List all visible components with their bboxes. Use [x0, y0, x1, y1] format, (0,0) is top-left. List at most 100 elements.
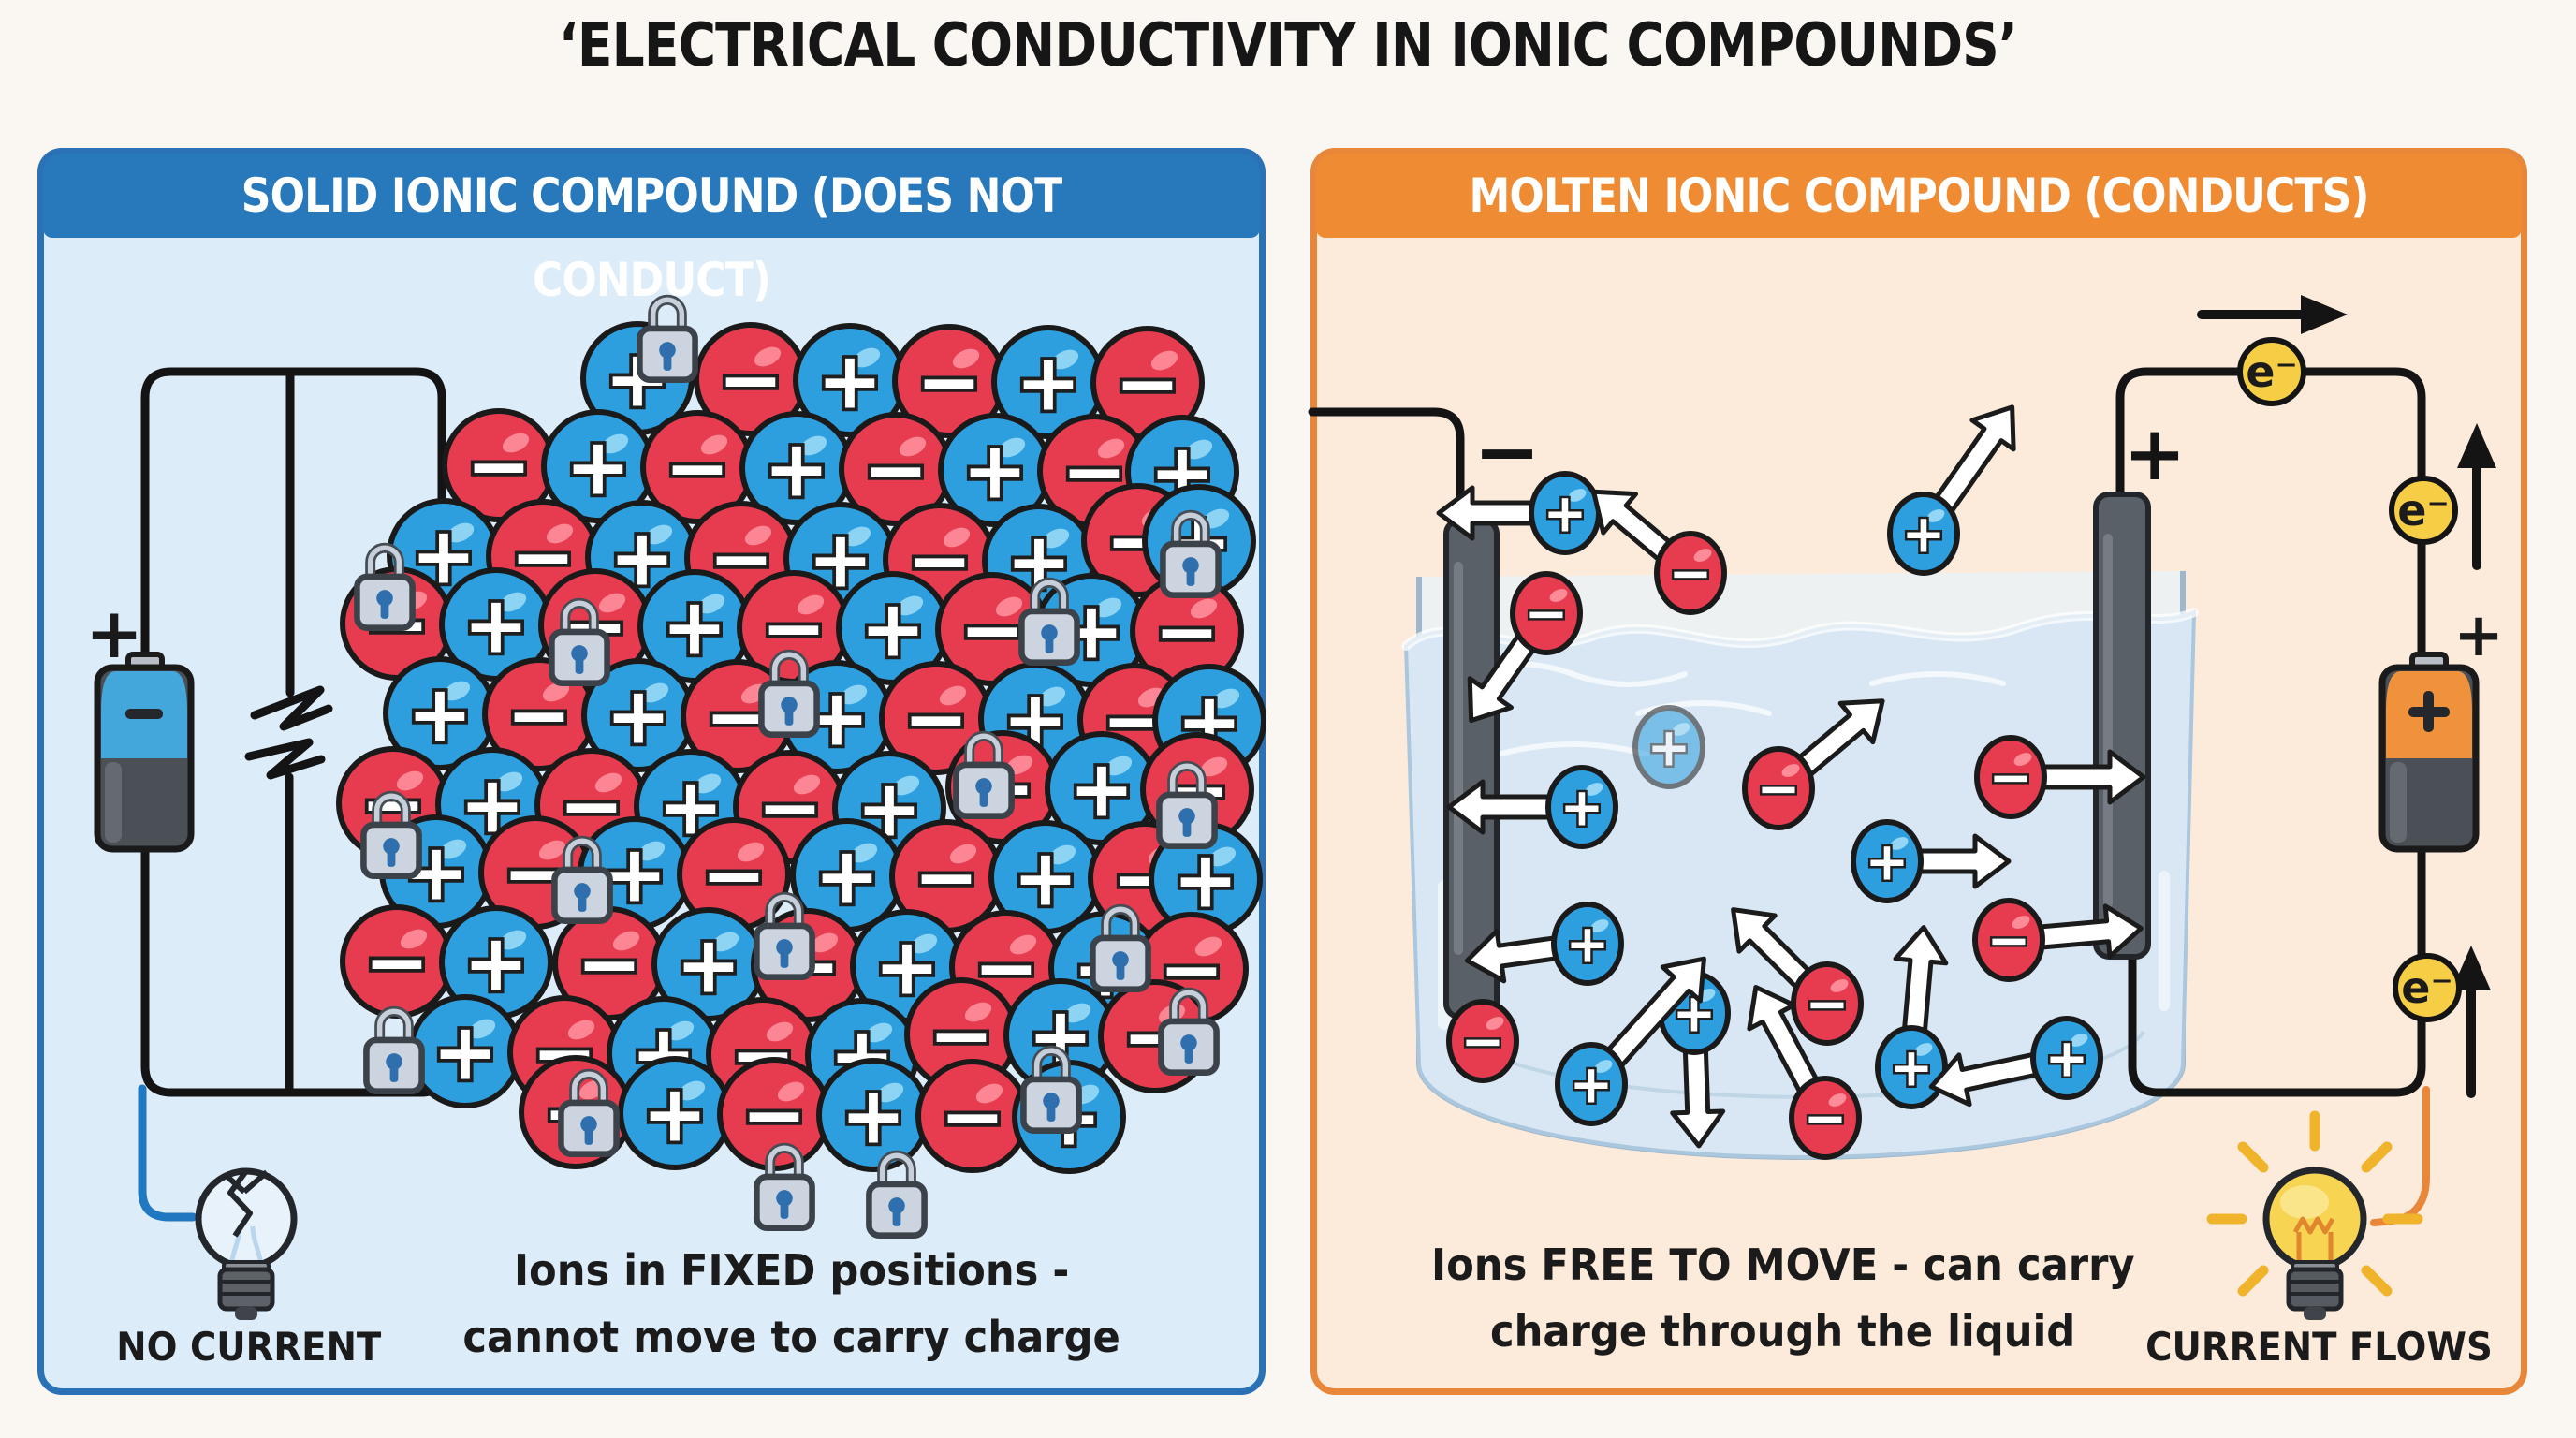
- minus-sign: −: [1525, 584, 1569, 645]
- flow-arrow-top-head: [2301, 295, 2348, 334]
- minus-sign: −: [1989, 748, 2033, 809]
- ion-highlight: [1190, 598, 1218, 619]
- free-ion-positive: +: [1555, 956, 1706, 1126]
- ion-highlight: [1048, 844, 1076, 865]
- electron-flow-arrows: [2197, 295, 2496, 1098]
- ion-highlight: [1914, 1043, 1933, 1056]
- lattice-ion-positive: +: [637, 569, 752, 683]
- ion-highlight: [495, 771, 523, 792]
- ion-highlight: [443, 681, 471, 701]
- electron-badge-circle: [2237, 337, 2306, 406]
- plus-sign: +: [1544, 484, 1588, 545]
- ion-highlight: [892, 775, 920, 796]
- plus-sign: +: [1902, 505, 1946, 565]
- crystal-lattice: +−+−+−−+−+−+−++−+−+−+−+−+−+−+−+−+−+−+−+−…: [336, 321, 1266, 1174]
- minus-sign: −: [916, 335, 982, 427]
- plus-sign: +: [1560, 778, 1604, 839]
- ion-highlight: [567, 1020, 595, 1040]
- ion-highlight: [1568, 489, 1587, 502]
- ion-highlight: [678, 1080, 706, 1101]
- lattice-ion-positive: +: [618, 1056, 732, 1170]
- minus-terminal-mark: [125, 709, 163, 719]
- free-ion-negative: −: [1446, 999, 1519, 1083]
- ion-highlight: [1200, 756, 1228, 777]
- minus-sign: −: [1804, 1089, 1848, 1150]
- ion-highlight: [1828, 1093, 1847, 1107]
- ion-highlight: [1781, 764, 1800, 777]
- motion-arrow: [1446, 779, 1557, 835]
- ion-highlight: [899, 436, 927, 457]
- free-ion-positive: +: [1887, 404, 2016, 576]
- plus-sign: +: [565, 420, 631, 512]
- ion-highlight: [439, 839, 467, 859]
- ion-highlight: [1585, 783, 1603, 796]
- no-current-label: NO CURRENT: [116, 1324, 382, 1370]
- minus-sign: −: [1115, 337, 1180, 429]
- plus-sign: +: [606, 669, 671, 761]
- minus-sign: −: [466, 419, 532, 511]
- electron-badge: e⁻: [2237, 337, 2306, 406]
- free-ion-positive: +: [1632, 705, 1705, 789]
- ion-highlight: [2012, 916, 2030, 929]
- ion-highlight: [1038, 686, 1066, 707]
- plus-sign: +: [1566, 915, 1610, 976]
- electrode-shine: [2103, 534, 2113, 908]
- plus-sign: +: [463, 917, 529, 1008]
- minus-sign: −: [959, 583, 1025, 675]
- ion-ball: [1632, 705, 1705, 789]
- bulb-tip: [2304, 1307, 2326, 1320]
- plus-sign: +: [662, 580, 727, 672]
- free-ion-negative: −: [1731, 907, 1864, 1046]
- battery-shine: [105, 762, 122, 843]
- minus-sign: −: [1757, 759, 1801, 820]
- ion-highlight: [502, 433, 530, 453]
- free-ion-negative: −: [1742, 698, 1885, 830]
- lattice-ion-positive: +: [439, 905, 553, 1020]
- ion-highlight: [694, 773, 722, 794]
- ion-highlight: [711, 932, 739, 952]
- motion-arrow: [1464, 928, 1564, 984]
- free-ion-positive: +: [1928, 1016, 2103, 1108]
- motion-arrow: [1912, 833, 2012, 889]
- plus-sign: +: [407, 668, 473, 759]
- ion-highlight: [499, 930, 527, 950]
- ion-highlight: [1194, 936, 1222, 957]
- ion-highlight: [766, 1021, 794, 1042]
- ion-highlight: [468, 1019, 496, 1039]
- minus-sign: −: [1806, 975, 1850, 1035]
- lattice-ion-negative: −: [640, 410, 754, 524]
- plus-sign: +: [642, 1067, 708, 1159]
- motion-arrow: [1591, 489, 1678, 565]
- ion-highlight: [853, 347, 881, 368]
- ion-highlight: [1672, 723, 1690, 736]
- free-ion-positive: +: [1436, 471, 1602, 555]
- lit-bulb-icon: [2206, 1110, 2423, 1320]
- free-ion-negative: −: [1467, 571, 1583, 724]
- free-ion-negative: −: [1591, 489, 1727, 615]
- lattice-ion-positive: +: [790, 818, 904, 932]
- ion-highlight: [546, 523, 574, 544]
- electron-badge-label: e⁻: [2397, 485, 2449, 536]
- ion-highlight: [797, 594, 825, 615]
- bulb-base: [217, 1267, 275, 1312]
- minus-sign: −: [1669, 544, 1713, 605]
- free-ion-negative: −: [1972, 898, 2144, 982]
- battery-icon: +: [85, 594, 195, 853]
- bulb-glass: [2262, 1167, 2367, 1271]
- lattice-ion-negative: −: [889, 819, 1003, 933]
- ion-highlight: [1042, 528, 1070, 549]
- minus-sign: −: [718, 333, 783, 425]
- plus-sign: +: [1866, 832, 1910, 893]
- bulb-base: [2286, 1267, 2344, 1312]
- glass-highlight: [2159, 871, 2170, 1011]
- ion-highlight: [446, 522, 475, 543]
- plus-sign: +: [962, 424, 1028, 516]
- lattice-ion-negative: −: [694, 322, 808, 436]
- ion-highlight: [1097, 438, 1125, 459]
- bulb-crack: [226, 1169, 269, 1195]
- minus-sign: −: [701, 829, 767, 920]
- electron-badge-circle: [2389, 476, 2458, 545]
- ion-highlight: [793, 774, 821, 795]
- ion-highlight: [952, 348, 980, 369]
